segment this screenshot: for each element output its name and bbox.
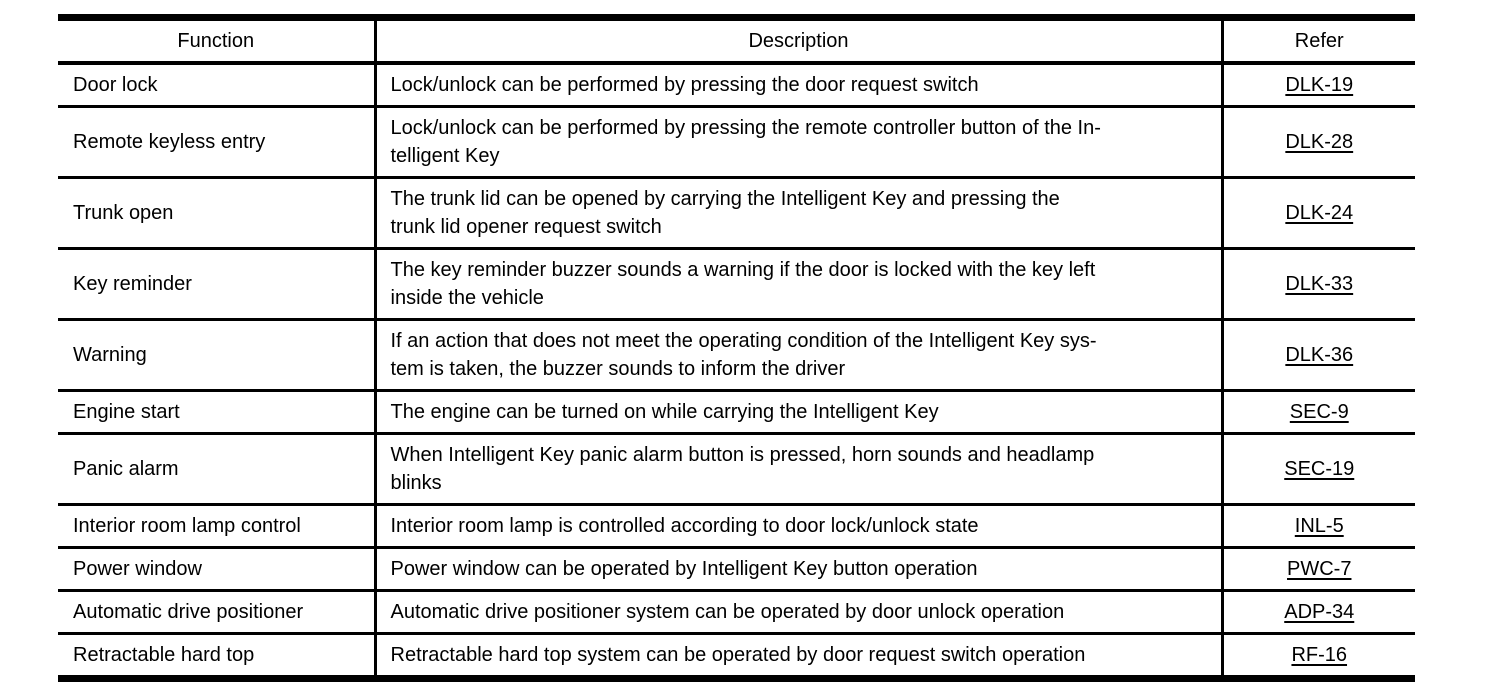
table-row: Automatic drive positioner Automatic dri… <box>58 590 1415 635</box>
refer-link[interactable]: DLK-19 <box>1285 74 1354 96</box>
refer-cell: DLK-19 <box>1220 63 1415 108</box>
table-row: Key reminder The key reminder buzzer sou… <box>58 248 1415 321</box>
refer-link[interactable]: ADP-34 <box>1284 601 1355 623</box>
table-row: Trunk open The trunk lid can be opened b… <box>58 177 1415 250</box>
column-header-function: Function <box>58 17 375 65</box>
refer-link[interactable]: DLK-24 <box>1285 202 1354 224</box>
column-header-refer: Refer <box>1220 17 1415 65</box>
refer-cell: DLK-24 <box>1220 177 1415 250</box>
description-cell: If an action that does not meet the oper… <box>373 319 1222 392</box>
table-row: Warning If an action that does not meet … <box>58 319 1415 392</box>
refer-cell: DLK-36 <box>1220 319 1415 392</box>
table-row: Interior room lamp control Interior room… <box>58 504 1415 549</box>
refer-cell: PWC-7 <box>1220 547 1415 592</box>
table-row: Engine start The engine can be turned on… <box>58 390 1415 435</box>
refer-cell: ADP-34 <box>1220 590 1415 635</box>
table-header-row: Function Description Refer <box>58 17 1415 65</box>
description-cell: Lock/unlock can be performed by pressing… <box>373 63 1222 108</box>
table-row: Remote keyless entry Lock/unlock can be … <box>58 106 1415 179</box>
refer-cell: DLK-28 <box>1220 106 1415 179</box>
refer-cell: SEC-9 <box>1220 390 1415 435</box>
description-cell: The engine can be turned on while carryi… <box>373 390 1222 435</box>
function-cell: Trunk open <box>58 177 375 250</box>
description-cell: Retractable hard top system can be opera… <box>373 633 1222 679</box>
refer-link[interactable]: INL-5 <box>1294 515 1344 537</box>
table-row: Panic alarm When Intelligent Key panic a… <box>58 433 1415 506</box>
refer-link[interactable]: SEC-19 <box>1284 458 1355 480</box>
function-cell: Key reminder <box>58 248 375 321</box>
description-cell: When Intelligent Key panic alarm button … <box>373 433 1222 506</box>
refer-link[interactable]: DLK-33 <box>1285 273 1354 295</box>
refer-link[interactable]: DLK-28 <box>1285 131 1354 153</box>
table-row: Power window Power window can be operate… <box>58 547 1415 592</box>
intelligent-key-function-table: Function Description Refer Door lock Loc… <box>58 14 1415 682</box>
refer-cell: DLK-33 <box>1220 248 1415 321</box>
description-cell: The trunk lid can be opened by carrying … <box>373 177 1222 250</box>
description-cell: The key reminder buzzer sounds a warning… <box>373 248 1222 321</box>
function-cell: Door lock <box>58 63 375 108</box>
refer-link[interactable]: DLK-36 <box>1285 344 1354 366</box>
description-cell: Interior room lamp is controlled accordi… <box>373 504 1222 549</box>
function-cell: Retractable hard top <box>73 644 255 666</box>
function-cell: Interior room lamp control <box>58 504 375 549</box>
refer-link[interactable]: RF-16 <box>1291 644 1348 666</box>
refer-cell: INL-5 <box>1220 504 1415 549</box>
refer-link[interactable]: PWC-7 <box>1287 558 1352 580</box>
refer-link[interactable]: SEC-9 <box>1289 401 1349 423</box>
table-row: Retractable hard top Retractable hard to… <box>58 633 1415 679</box>
column-header-description: Description <box>373 17 1222 65</box>
description-cell: Power window can be operated by Intellig… <box>373 547 1222 592</box>
function-cell: Power window <box>58 547 375 592</box>
refer-cell: SEC-19 <box>1220 433 1415 506</box>
function-cell: Remote keyless entry <box>58 106 375 179</box>
refer-cell: RF-16 <box>1220 633 1415 679</box>
function-cell: Warning <box>58 319 375 392</box>
description-cell: Lock/unlock can be performed by pressing… <box>373 106 1222 179</box>
function-cell: Automatic drive positioner <box>58 590 375 635</box>
table-row: Door lock Lock/unlock can be performed b… <box>58 63 1415 108</box>
function-cell: Engine start <box>58 390 375 435</box>
description-cell: Automatic drive positioner system can be… <box>373 590 1222 635</box>
function-cell: Panic alarm <box>58 433 375 506</box>
